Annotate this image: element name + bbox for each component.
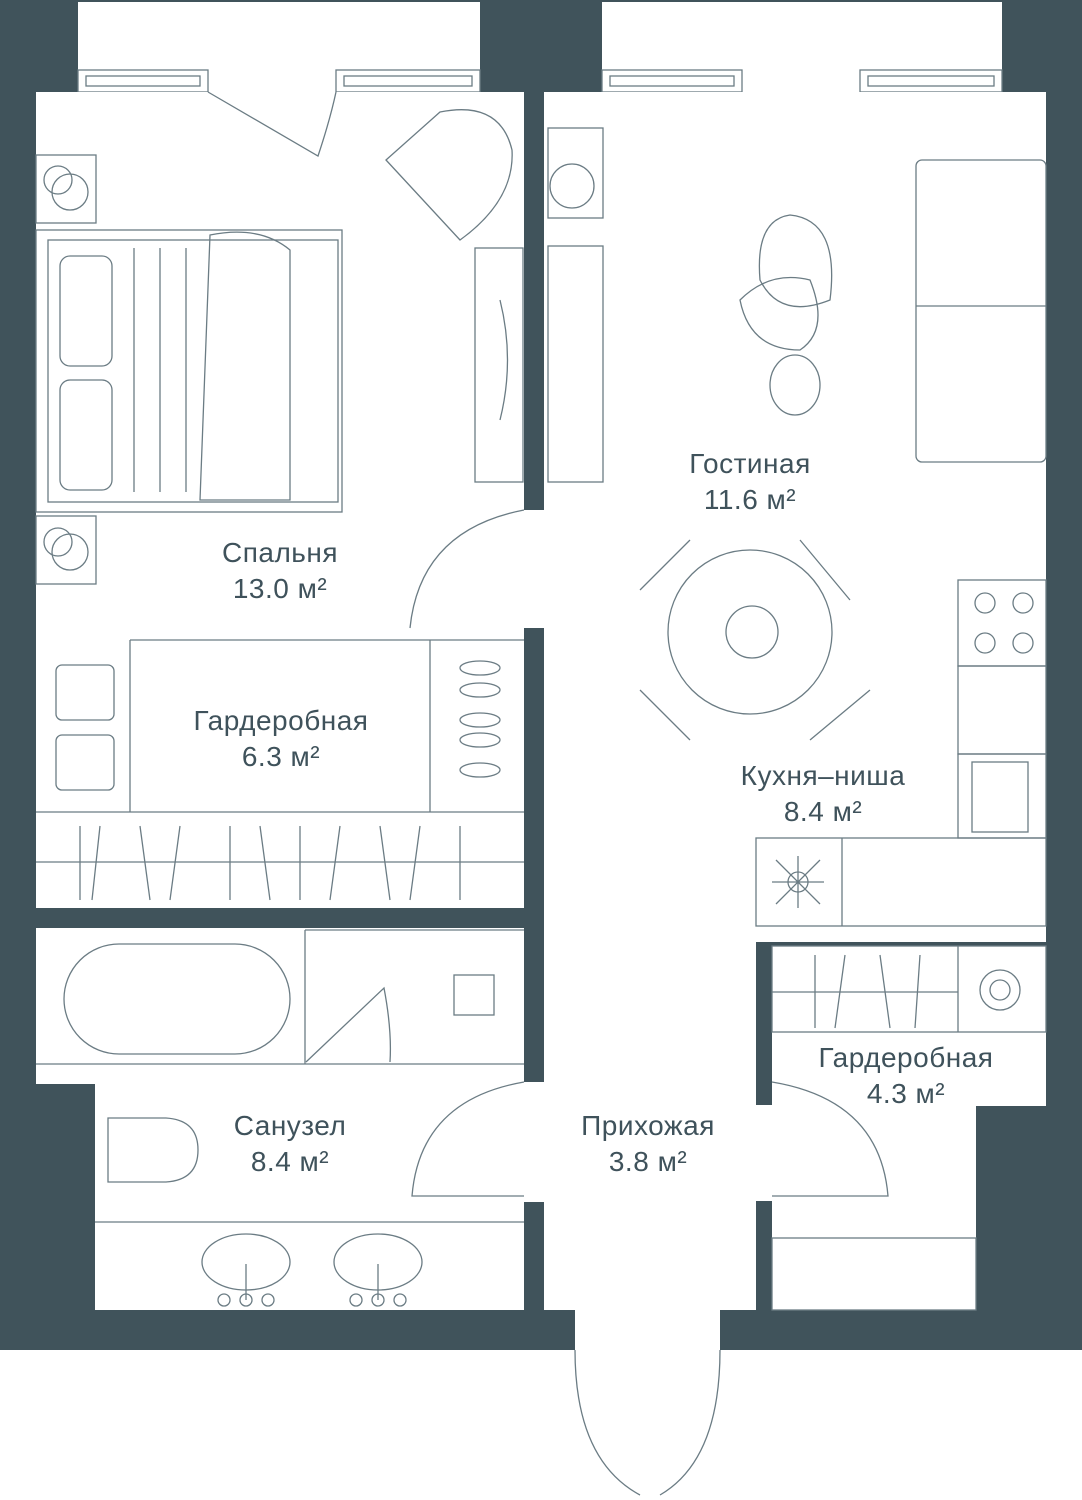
door-gap-bath (520, 1082, 550, 1202)
windows (77, 69, 1003, 93)
rooms-floor (0, 92, 1082, 1500)
wardrobe-floor (36, 636, 524, 908)
room-label-wardrobe: Гардеробная 6.3 м² (194, 703, 369, 775)
room-area: 4.3 м² (866, 1078, 946, 1109)
bedroom-furniture (35, 109, 524, 585)
room-name: Гардеробная (818, 1042, 994, 1073)
room-name: Санузел (233, 1110, 347, 1141)
room-area: 8.4 м² (783, 796, 863, 827)
bathroom-furniture (36, 929, 524, 1307)
room-name: Кухня–ниша (740, 760, 906, 791)
room-label-kitchen: Кухня–ниша 8.4 м² (741, 758, 906, 830)
room-label-bathroom: Санузел 8.4 м² (234, 1108, 347, 1180)
door-gap-bedroom (520, 510, 550, 628)
room-name: Гостиная (689, 448, 811, 479)
room-area: 13.0 м² (232, 573, 328, 604)
hall-floor (544, 940, 756, 1310)
room-name: Спальня (221, 537, 339, 568)
room-name: Гардеробная (193, 705, 369, 736)
wardrobe-furniture (36, 639, 524, 901)
room-area: 6.3 м² (241, 741, 321, 772)
room-area: 8.4 м² (250, 1146, 330, 1177)
room-label-small-wardrobe: Гардеробная 4.3 м² (819, 1040, 994, 1112)
bath-floor-top (36, 928, 524, 1084)
room-area: 11.6 м² (703, 484, 797, 515)
room-label-hallway: Прихожая 3.8 м² (581, 1108, 715, 1180)
room-label-bedroom: Спальня 13.0 м² (222, 535, 338, 607)
bedroom-floor (36, 92, 524, 636)
small-wardrobe-floor (772, 946, 1046, 1106)
small-wardrobe-floor-2 (772, 1100, 976, 1310)
living-furniture (547, 127, 1047, 927)
living-floor (544, 92, 1046, 942)
small-wardrobe-furniture (771, 945, 1047, 1311)
room-label-living: Гостиная 11.6 м² (689, 446, 811, 518)
room-name: Прихожая (581, 1110, 715, 1141)
room-area: 3.8 м² (608, 1146, 688, 1177)
doors (207, 91, 889, 1496)
